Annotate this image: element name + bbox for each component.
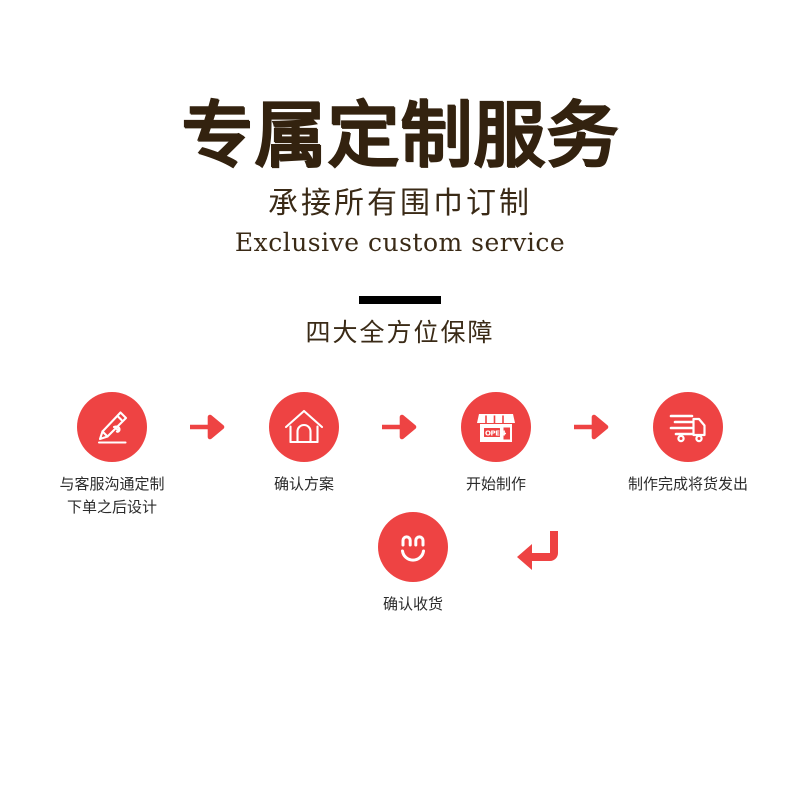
arrow-right-icon: [566, 392, 618, 462]
svg-text:OPEN: OPEN: [485, 429, 506, 437]
flow-step-label: 与客服沟通定制 下单之后设计: [59, 473, 164, 519]
divider-bar: [359, 296, 441, 304]
delivery-truck-icon: [653, 392, 723, 462]
smiley-face-icon: [378, 512, 448, 582]
flow-step-label: 开始制作: [466, 473, 526, 496]
process-flow-row-primary: 与客服沟通定制 下单之后设计 确认方案: [0, 392, 800, 519]
flow-step-start-production[interactable]: OPEN 开始制作: [426, 392, 566, 496]
flow-step-label: 制作完成将货发出: [628, 473, 748, 496]
subtitle-chinese: 承接所有围巾订制: [268, 186, 532, 221]
flow-step-label-line2: 下单之后设计: [66, 498, 157, 516]
flow-step-label: 确认收货: [383, 593, 443, 616]
flow-step-consult[interactable]: 与客服沟通定制 下单之后设计: [42, 392, 182, 519]
flow-step-label-line1: 制作完成将货发出: [627, 475, 748, 493]
page-title: 专属定制服务: [180, 93, 619, 177]
arrow-right-icon: [182, 392, 234, 462]
arrow-return-left-icon: [495, 512, 585, 592]
pen-writing-icon: [77, 392, 147, 462]
arrow-right-icon: [374, 392, 426, 462]
flow-step-label-line1: 确认收货: [382, 595, 443, 613]
flow-step-confirm-plan[interactable]: 确认方案: [234, 392, 374, 496]
flow-step-label-line1: 开始制作: [465, 475, 526, 493]
house-icon: [269, 392, 339, 462]
header: 专属定制服务 承接所有围巾订制 Exclusive custom service: [0, 0, 800, 258]
flow-step-label: 确认方案: [274, 473, 334, 496]
flow-step-label-line1: 确认方案: [273, 475, 334, 493]
shop-open-icon: OPEN: [461, 392, 531, 462]
subtitle-english: Exclusive custom service: [234, 228, 566, 257]
flow-step-shipping[interactable]: 制作完成将货发出: [618, 392, 758, 496]
section-header: 四大全方位保障: [0, 296, 800, 348]
process-flow-row-secondary: 确认收货: [0, 512, 800, 616]
section-title: 四大全方位保障: [305, 318, 495, 347]
flow-step-label-line1: 与客服沟通定制: [59, 475, 165, 493]
flow-step-confirm-receipt[interactable]: 确认收货: [343, 512, 483, 616]
